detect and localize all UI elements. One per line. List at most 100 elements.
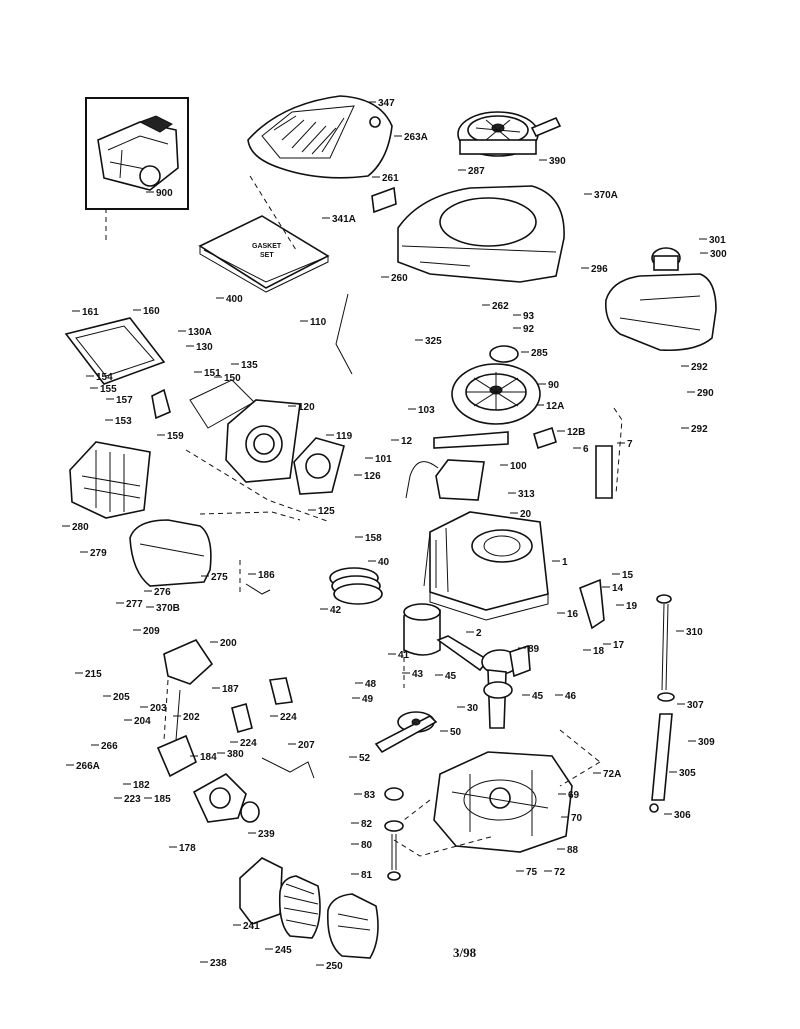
crankshaft <box>481 644 531 729</box>
part-label-184-92: 184 <box>200 752 217 763</box>
part-label-313-46: 313 <box>518 489 535 500</box>
part-label-103-34: 103 <box>418 405 435 416</box>
engine-block <box>423 511 549 621</box>
fuel-line <box>433 426 557 450</box>
part-label-182-98: 182 <box>133 780 150 791</box>
part-label-287-3: 287 <box>468 166 485 177</box>
part-label-275-55: 275 <box>211 572 228 583</box>
part-label-125-47: 125 <box>318 506 335 517</box>
part-label-260-9: 260 <box>391 273 408 284</box>
part-label-19-62: 19 <box>626 601 638 612</box>
part-label-75-110: 75 <box>526 867 538 878</box>
part-label-370B-60: 370B <box>156 603 180 614</box>
part-label-45-74: 45 <box>445 671 457 682</box>
part-label-263A-1: 263A <box>404 132 428 143</box>
part-label-306-104: 306 <box>674 810 691 821</box>
part-label-205-77: 205 <box>113 692 130 703</box>
engine-inset <box>85 97 189 210</box>
gasket-set-label-2: SET <box>260 252 274 259</box>
part-label-261-5: 261 <box>382 173 399 184</box>
part-label-135-23: 135 <box>241 360 258 371</box>
part-label-245-114: 245 <box>275 945 292 956</box>
part-label-277-59: 277 <box>126 599 143 610</box>
air-filter-cover <box>326 893 379 959</box>
pin-parts <box>595 445 613 499</box>
part-label-250-116: 250 <box>326 961 343 972</box>
part-label-238-115: 238 <box>210 958 227 969</box>
part-label-48-75: 48 <box>365 679 377 690</box>
camshaft <box>374 711 438 754</box>
part-label-309-89: 309 <box>698 737 715 748</box>
part-label-12B-40: 12B <box>567 427 585 438</box>
blower-housing <box>371 185 565 283</box>
part-label-290-31: 290 <box>697 388 714 399</box>
part-label-266A-95: 266A <box>76 761 100 772</box>
gasket-set-envelope: GASKET SET <box>198 215 330 293</box>
part-label-100-44: 100 <box>510 461 527 472</box>
muffler <box>129 519 212 587</box>
part-label-2-64: 2 <box>476 628 482 639</box>
part-label-155-27: 155 <box>100 384 117 395</box>
connecting-rod <box>436 635 490 672</box>
part-label-215-73: 215 <box>85 669 102 680</box>
ignition-coil <box>405 459 485 501</box>
part-label-266-90: 266 <box>101 741 118 752</box>
part-label-202-84: 202 <box>183 712 200 723</box>
part-label-310-65: 310 <box>686 627 703 638</box>
part-label-7-41: 7 <box>627 439 633 450</box>
assembly-guide-lines <box>105 175 623 857</box>
part-label-370A-4: 370A <box>594 190 618 201</box>
part-label-161-16: 161 <box>82 307 99 318</box>
part-label-69-102: 69 <box>568 790 580 801</box>
air-filter-element <box>278 875 321 939</box>
throttle-link <box>261 757 315 779</box>
gasket-set-label-1: GASKET <box>252 243 282 250</box>
part-label-204-83: 204 <box>134 716 151 727</box>
part-label-151-25: 151 <box>204 368 221 379</box>
part-label-307-82: 307 <box>687 700 704 711</box>
air-cleaner-bracket <box>64 317 171 420</box>
carburetor <box>156 734 260 823</box>
part-label-45-79: 45 <box>532 691 544 702</box>
breather-gasket <box>269 677 293 705</box>
date-code: 3/98 <box>453 945 477 960</box>
part-number-labels: 347263A390287370A261341A9004002603013002… <box>62 98 727 972</box>
part-label-296-12: 296 <box>591 264 608 275</box>
control-bracket <box>163 638 214 741</box>
part-label-305-96: 305 <box>679 768 696 779</box>
piston <box>403 603 441 656</box>
intake-gasket <box>231 703 253 733</box>
part-label-276-58: 276 <box>154 587 171 598</box>
part-label-15-56: 15 <box>622 570 634 581</box>
part-label-101-43: 101 <box>375 454 392 465</box>
part-label-178-107: 178 <box>179 843 196 854</box>
part-label-301-10: 301 <box>709 235 726 246</box>
part-label-900-7: 900 <box>156 188 173 199</box>
governor-assembly <box>384 787 404 881</box>
shroud-cover <box>247 95 393 179</box>
part-label-203-78: 203 <box>150 703 167 714</box>
fuel-tank <box>604 247 717 352</box>
part-label-18-70: 18 <box>593 646 605 657</box>
part-label-16-63: 16 <box>567 609 579 620</box>
part-label-207-93: 207 <box>298 740 315 751</box>
part-label-70-103: 70 <box>571 813 583 824</box>
part-label-40-52: 40 <box>378 557 390 568</box>
part-label-92-15: 92 <box>523 324 535 335</box>
part-label-30-86: 30 <box>467 703 479 714</box>
primer-line <box>335 293 353 375</box>
part-label-400-8: 400 <box>226 294 243 305</box>
part-label-52-94: 52 <box>359 753 371 764</box>
part-label-20-48: 20 <box>520 509 532 520</box>
part-label-158-50: 158 <box>365 533 382 544</box>
muffler-shield <box>69 441 151 519</box>
part-label-120-33: 120 <box>298 402 315 413</box>
cylinder-head <box>189 379 301 483</box>
part-label-49-81: 49 <box>362 694 374 705</box>
part-label-390-2: 390 <box>549 156 566 167</box>
part-label-300-11: 300 <box>710 249 727 260</box>
part-label-280-49: 280 <box>72 522 89 533</box>
part-label-292-38: 292 <box>691 424 708 435</box>
